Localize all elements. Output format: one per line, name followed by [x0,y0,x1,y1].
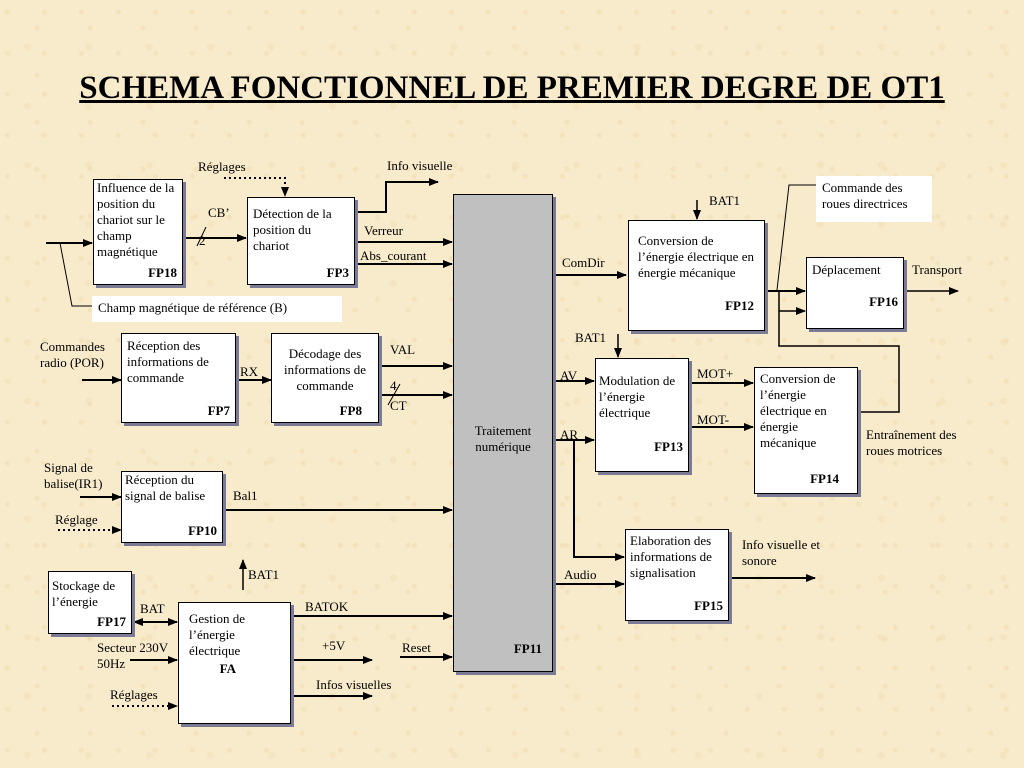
label-mot-plus: MOT+ [697,366,734,381]
block-fp13: Modulation de l’énergie électrique FP13 [595,358,689,472]
block-fp8: Décodage des informations de commande FP… [271,333,379,423]
block-fa-id: FA [219,661,236,676]
block-fp7: Réception des informations de commande F… [121,333,236,423]
label-commandes-radio: Commandes radio (POR) [40,339,105,370]
block-fp16: Déplacement FP16 [806,257,904,329]
block-fp11-id: FP11 [513,641,542,656]
block-fp14-text: Conversion de l’énergie électrique en én… [760,371,836,450]
block-fa: Gestion de l’énergie électrique FA [178,602,291,724]
label-plus5v: +5V [322,638,346,653]
block-fp11-text: Traitement numérique [474,423,532,454]
label-bat1-fa: BAT1 [248,567,280,582]
label-info-visuelle: Info visuelle [387,158,453,173]
block-fp12-id: FP12 [725,298,754,313]
label-transport: Transport [912,262,963,277]
block-fp13-text: Modulation de l’énergie électrique [599,373,676,420]
block-fp15-text: Elaboration des informations de signalis… [630,533,712,580]
label-two: 2 [199,233,206,248]
block-fp17-text: Stockage de l’énergie [52,578,116,609]
block-fp13-id: FP13 [654,439,683,454]
label-verreur: Verreur [364,223,403,238]
block-fp7-id: FP7 [207,403,230,418]
label-batok: BATOK [305,599,349,614]
block-fp12: Conversion de l’énergie électrique en én… [628,220,765,331]
label-ct: CT [390,398,407,413]
block-fp10-text: Réception du signal de balise [125,472,206,503]
block-fp18-id: FP18 [148,265,177,280]
label-av: AV [560,368,578,383]
label-signal-balise: Signal de balise(IR1) [44,460,103,491]
note-commande-roues: Commande des roues directrices [816,176,932,222]
label-reglages-top: Réglages [198,159,246,174]
label-reglage: Réglage [55,512,98,527]
label-entrainement: Entraînement des roues motrices [866,427,957,458]
label-bal1: Bal1 [233,488,258,503]
label-ar: AR [560,427,579,442]
block-fa-text: Gestion de l’énergie électrique [189,611,245,658]
block-fp12-text: Conversion de l’énergie électrique en én… [638,233,754,280]
label-cb: CB’ [208,205,230,220]
block-fp3-id: FP3 [326,265,349,280]
block-fp16-id: FP16 [869,294,898,309]
block-fp15: Elaboration des informations de signalis… [625,529,729,621]
label-mot-minus: MOT- [697,412,730,427]
label-info-visuelle-sonore: Info visuelle et sonore [742,537,820,568]
block-fp14: Conversion de l’énergie électrique en én… [754,367,858,494]
block-fp7-text: Réception des informations de commande [127,338,209,385]
block-fp10-id: FP10 [188,523,217,538]
block-fp3: Détection de la position du chariot FP3 [247,197,355,285]
block-fp14-id: FP14 [810,471,839,486]
label-comdir: ComDir [562,255,605,270]
label-bat: BAT [140,601,165,616]
label-rx: RX [240,364,259,379]
block-fp8-id: FP8 [339,403,362,418]
label-secteur: Secteur 230V 50Hz [97,640,168,671]
block-fp18-text: Influence de la position du chariot sur … [97,180,175,259]
label-four: 4 [390,378,397,393]
label-audio: Audio [564,567,597,582]
block-fp16-text: Déplacement [812,262,881,277]
label-abs-courant: Abs_courant [360,248,427,263]
block-fp18: Influence de la position du chariot sur … [93,179,183,285]
block-fp15-id: FP15 [694,598,723,613]
block-fp17: Stockage de l’énergie FP17 [48,571,132,634]
note-champ-magnetique: Champ magnétique de référence (B) [92,296,342,322]
label-reglages-bottom: Réglages [110,687,158,702]
label-val: VAL [390,342,416,357]
block-fp11: Traitement numérique FP11 [453,194,553,672]
block-fp17-id: FP17 [97,614,126,629]
label-reset: Reset [402,640,431,655]
block-fp8-text: Décodage des informations de commande [284,346,366,393]
label-bat1-fp12: BAT1 [709,193,741,208]
label-infos-visuelles: Infos visuelles [316,677,392,692]
label-bat1-fp13: BAT1 [575,330,607,345]
block-fp10: Réception du signal de balise FP10 [121,471,223,543]
page-title: SCHEMA FONCTIONNEL DE PREMIER DEGRE DE O… [79,70,945,106]
block-fp3-text: Détection de la position du chariot [253,206,332,253]
